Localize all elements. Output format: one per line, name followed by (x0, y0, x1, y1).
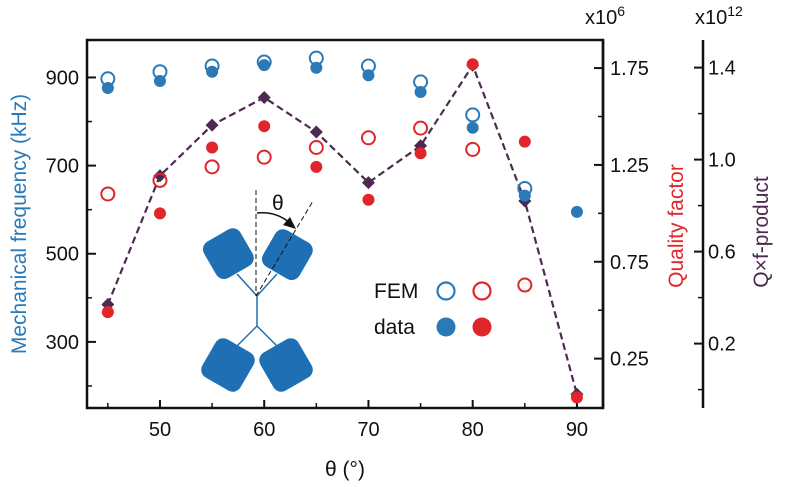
quality-data-point (153, 207, 166, 220)
legend: FEM data (374, 280, 492, 339)
quality-data-point (518, 135, 531, 148)
theta-label: θ (272, 192, 284, 215)
frequency-data-point (570, 205, 583, 218)
quality-tick-label: 0.75 (610, 252, 649, 274)
frequency-axis-ticks: 300 500 700 900 (46, 67, 96, 387)
qf-diamond-point (309, 125, 323, 139)
split-membrane-icon: θ (201, 190, 314, 392)
quality-fem-point (152, 172, 168, 188)
quality-axis-title: Quality factor (665, 164, 688, 288)
frequency-data-point (310, 61, 323, 74)
x-tick-label: 60 (253, 419, 275, 441)
frequency-data-point (153, 74, 166, 87)
theta-arrowhead-icon (283, 217, 296, 229)
quality-data-point (466, 58, 479, 71)
qf-axis-ticks: 0.2 0.6 1.0 1.4 (694, 58, 736, 391)
qf-diamond-point (361, 176, 375, 190)
frequency-data-point (258, 59, 271, 72)
quality-data-point (206, 141, 219, 154)
frequency-axis-title: Mechanical frequency (kHz) (8, 94, 31, 354)
frequency-data-point (362, 69, 375, 82)
legend-label-data: data (374, 316, 415, 339)
quality-fem-point (308, 139, 324, 155)
qf-tick-label: 0.6 (708, 242, 736, 264)
quality-fem-point (256, 149, 272, 165)
quality-fem-point (360, 130, 376, 146)
quality-fem-point (413, 120, 429, 136)
quality-data-point (101, 306, 114, 319)
quality-tick-label: 1.25 (610, 155, 649, 177)
quality-data-point (362, 193, 375, 206)
frequency-data-point (466, 121, 479, 134)
x-tick-label: 70 (357, 419, 379, 441)
quality-fem-point (100, 186, 116, 202)
qf-axis-title: Q×f-product (750, 176, 773, 288)
frequency-data-point (414, 86, 427, 99)
qf-tick-label: 1.0 (708, 150, 736, 172)
frequency-tick-label: 300 (46, 332, 79, 354)
qf-diamond-point (153, 169, 167, 183)
frequency-data-point (206, 65, 219, 78)
quality-fem-point (517, 277, 533, 293)
quality-axis-ticks: 0.25 0.75 1.25 1.75 (594, 58, 649, 371)
legend-data-quality-marker (472, 317, 492, 337)
legend-data-frequency-marker (436, 317, 456, 337)
quality-exponent-label: x106 (585, 3, 625, 29)
quality-fem-point (465, 141, 481, 157)
qf-tick-label: 1.4 (708, 58, 736, 80)
x-tick-label: 90 (566, 419, 588, 441)
quality-data-point (258, 120, 271, 133)
frequency-tick-label: 700 (46, 156, 79, 178)
data-marks (100, 50, 584, 404)
legend-fem-frequency-marker (436, 281, 456, 301)
frequency-data-point (101, 82, 114, 95)
plot-frame (85, 38, 605, 410)
frequency-data-point (518, 189, 531, 202)
quality-tick-label: 1.75 (610, 58, 649, 80)
qf-dashed-line (106, 62, 578, 395)
quality-fem-point (204, 159, 220, 175)
quality-data-point (414, 147, 427, 160)
theta-angle-line (255, 200, 314, 297)
qf-diamond-point (257, 91, 271, 104)
frequency-tick-label: 900 (46, 67, 79, 89)
x-axis-title: θ (°) (325, 458, 365, 481)
frequency-fem-point (465, 107, 481, 123)
qf-tick-label: 0.2 (708, 334, 736, 356)
x-axis-ticks: 50 60 70 80 90 (107, 400, 588, 441)
x-tick-label: 80 (462, 419, 484, 441)
quality-data-point (570, 391, 583, 404)
quality-tick-label: 0.25 (610, 349, 649, 371)
frequency-tick-label: 500 (46, 244, 79, 266)
legend-label-fem: FEM (374, 280, 418, 303)
quality-data-point (310, 160, 323, 173)
qf-diamond-point (205, 118, 219, 132)
qf-exponent-label: x1012 (695, 3, 743, 29)
x-tick-label: 50 (149, 419, 171, 441)
legend-fem-quality-marker (472, 281, 492, 301)
